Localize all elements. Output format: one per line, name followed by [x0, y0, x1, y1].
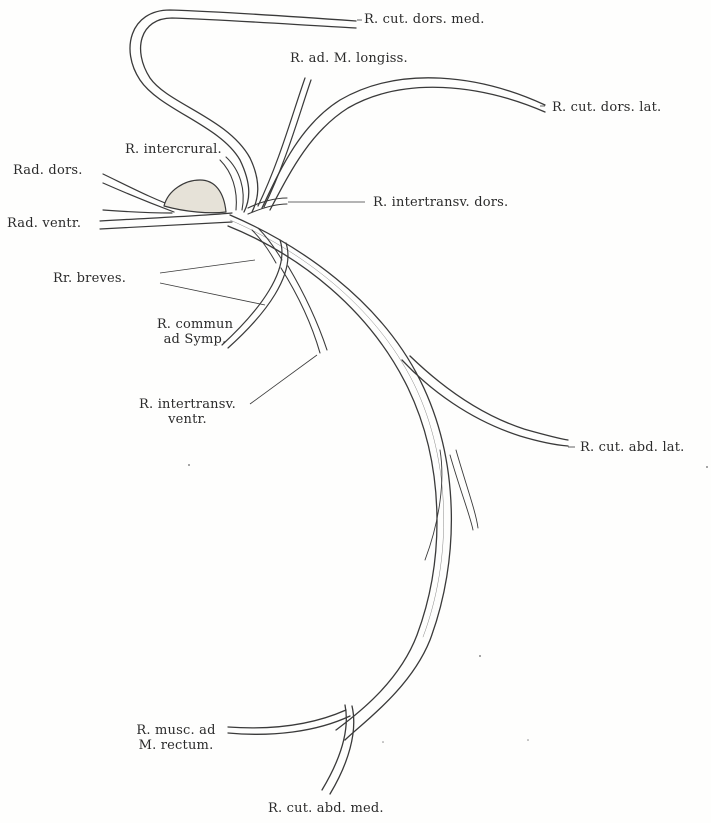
label-r-cut-dors-lat: R. cut. dors. lat. [552, 100, 661, 115]
print-specks [188, 464, 708, 743]
rad-ventr-nerve [100, 213, 232, 229]
label-r-intertransv-ventr: R. intertransv. ventr. [125, 397, 250, 427]
label-r-intertransv-ventr-line1: R. intertransv. [125, 397, 250, 412]
dorsal-root-ganglion [164, 180, 226, 213]
label-r-musc-line1: R. musc. ad [126, 723, 226, 738]
label-r-ad-m-longiss: R. ad. M. longiss. [290, 51, 408, 66]
label-leader-lines [160, 20, 575, 447]
rad-dors-nerve [103, 174, 176, 213]
r-intertransv-dors-nerve [248, 198, 287, 214]
label-r-intertransv-ventr-line2: ventr. [125, 412, 250, 427]
label-r-musc-line2: M. rectum. [126, 738, 226, 753]
label-r-cut-abd-lat: R. cut. abd. lat. [580, 440, 685, 455]
label-rad-ventr: Rad. ventr. [7, 216, 81, 231]
r-cut-abd-med-nerve [322, 705, 354, 794]
label-r-intertransv-dors: R. intertransv. dors. [373, 195, 508, 210]
label-rr-breves: Rr. breves. [53, 271, 126, 286]
r-cut-abd-lat-nerve [402, 356, 568, 446]
main-ventral-trunk [228, 215, 451, 740]
r-cut-dors-lat-nerve [262, 78, 545, 210]
label-r-commun-line2: ad Symp. [150, 332, 240, 347]
label-r-commun-line1: R. commun [150, 317, 240, 332]
r-ad-m-longiss-nerve [258, 78, 311, 207]
label-r-commun-ad-symp: R. commun ad Symp. [150, 317, 240, 347]
label-r-cut-dors-med: R. cut. dors. med. [364, 12, 485, 27]
label-r-cut-abd-med: R. cut. abd. med. [268, 801, 384, 816]
r-musc-nerve [228, 710, 350, 734]
label-r-musc-ad-m-rectum: R. musc. ad M. rectum. [126, 723, 226, 753]
label-r-intercrural: R. intercrural. [125, 142, 222, 157]
label-rad-dors: Rad. dors. [13, 163, 83, 178]
r-cut-dors-med-nerve [130, 10, 356, 212]
